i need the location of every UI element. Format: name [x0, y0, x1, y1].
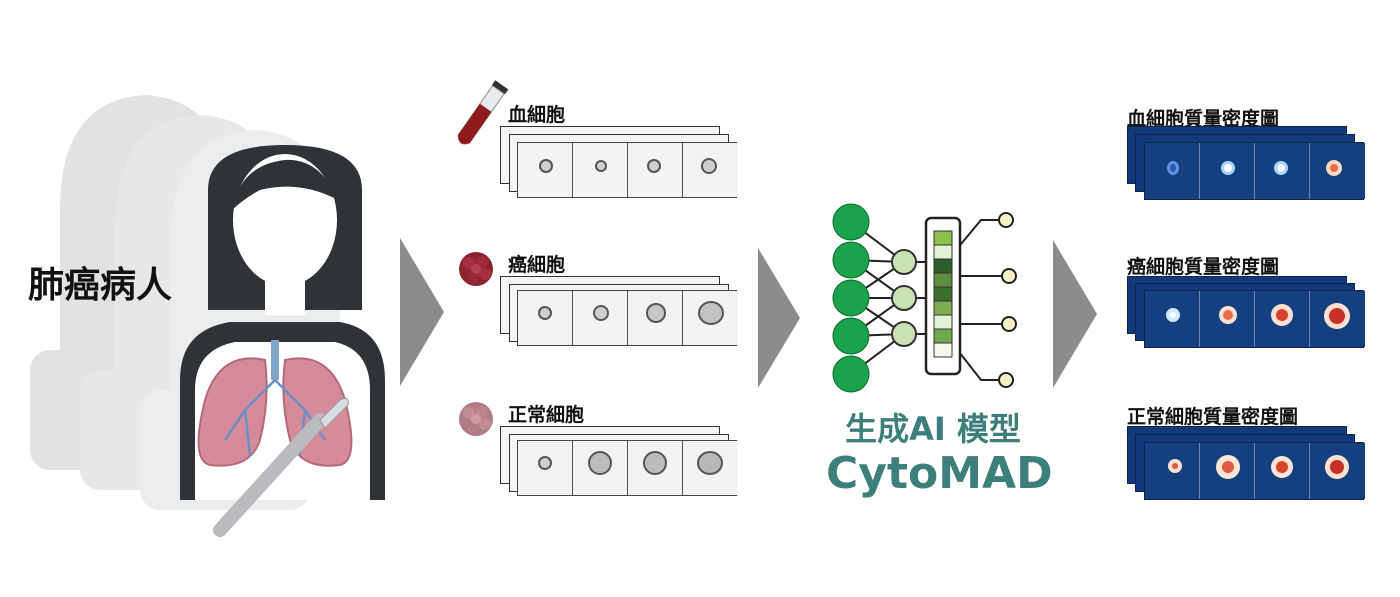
- scalpel-icon: [213, 397, 349, 537]
- sample-label-cancer: 癌細胞: [508, 254, 566, 276]
- flow-arrow: [758, 248, 800, 388]
- model-subtitle: 生成AI 模型: [845, 410, 1021, 448]
- output-label-cancer: 癌細胞質量密度圖: [1127, 256, 1280, 278]
- cancer-cell-icon: [459, 252, 493, 286]
- output-label-normal: 正常細胞質量密度圖: [1127, 406, 1299, 428]
- patient-illustration: [30, 95, 385, 537]
- hidden-layer-nodes: [891, 249, 917, 347]
- latent-vector: [924, 216, 962, 376]
- patient-label: 肺癌病人: [28, 265, 173, 306]
- output-nodes: [998, 212, 1017, 388]
- input-layer-nodes: [832, 203, 870, 393]
- flow-arrow: [400, 238, 444, 386]
- sample-label-blood: 血細胞: [508, 104, 566, 126]
- sample-label-normal: 正常細胞: [508, 404, 585, 426]
- model-name: CytoMAD: [826, 448, 1053, 499]
- flow-arrow: [1053, 240, 1097, 388]
- neural-network-diagram: [832, 203, 1017, 393]
- output-label-blood: 血細胞質量密度圖: [1127, 108, 1280, 130]
- test-tube-icon: [457, 80, 509, 145]
- normal-cell-icon: [459, 402, 493, 436]
